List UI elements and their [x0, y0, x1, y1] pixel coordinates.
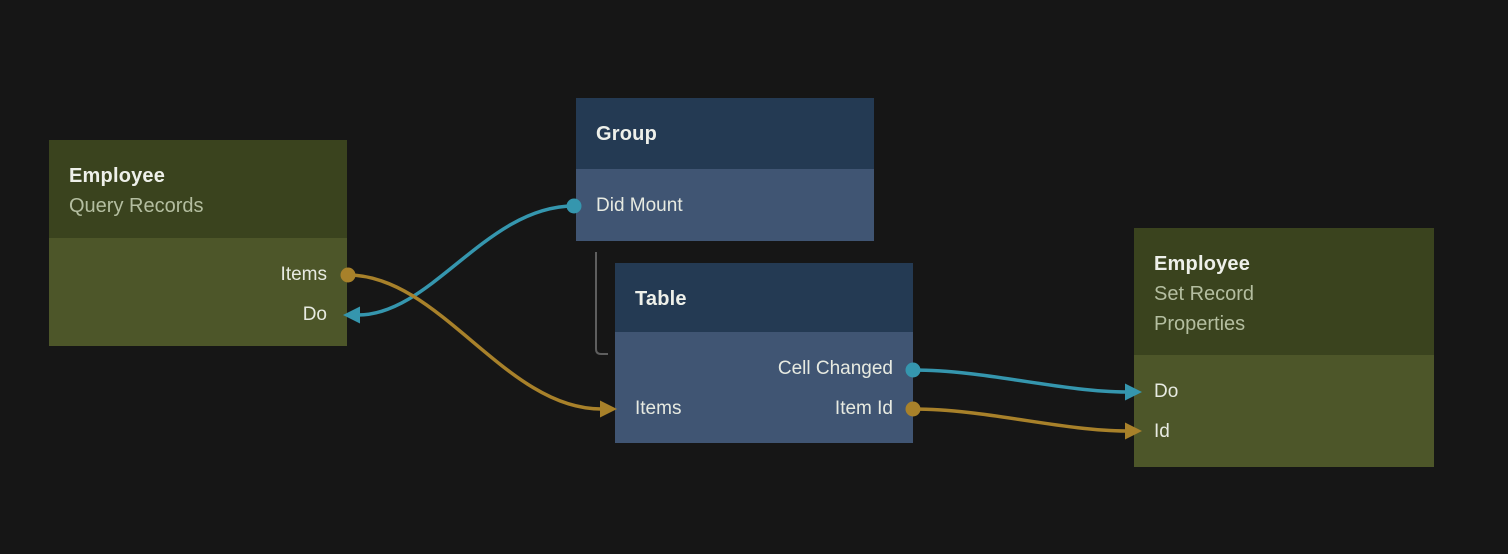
port-did-mount-output[interactable]: Did Mount [596, 195, 683, 216]
port-cell-changed-output[interactable]: Cell Changed [777, 358, 893, 379]
port-row: Cell Changed [635, 349, 893, 389]
port-items-input[interactable]: Items [635, 398, 682, 419]
port-row: Items [69, 255, 327, 295]
node-table[interactable]: Table Cell Changed Items Item Id [615, 263, 913, 443]
connection-item-id-to-id[interactable] [905, 401, 1143, 440]
node-employee-query-records[interactable]: Employee Query Records Items Do [49, 140, 347, 346]
node-subtitle: Query Records [69, 195, 204, 217]
port-do-input[interactable]: Do [302, 304, 327, 325]
node-title: Group [596, 123, 657, 145]
node-group[interactable]: Group Did Mount [576, 98, 874, 241]
group-table-child-link [595, 252, 608, 355]
connection-did-mount-to-do[interactable] [343, 198, 582, 324]
wire-item-id-to-id[interactable] [911, 407, 1128, 433]
connection-items-to-table-items[interactable] [340, 267, 618, 418]
node-header: Employee Set Record Properties [1134, 228, 1434, 355]
node-body: Do Id [1134, 355, 1434, 467]
node-body: Did Mount [576, 169, 874, 241]
wire-cell-changed-to-do[interactable] [911, 368, 1128, 394]
wire-items-to-table-items[interactable] [346, 273, 603, 411]
port-id-input[interactable]: Id [1154, 421, 1170, 442]
port-do-input[interactable]: Do [1154, 381, 1179, 402]
node-body: Cell Changed Items Item Id [615, 332, 913, 443]
node-header: Table [615, 263, 913, 332]
port-row: Do [69, 295, 327, 335]
node-employee-set-record-properties[interactable]: Employee Set Record Properties Do Id [1134, 228, 1434, 467]
port-row: Items Item Id [635, 389, 893, 429]
port-items-output[interactable]: Items [280, 264, 327, 285]
node-title: Table [635, 288, 687, 310]
child-link-line [595, 252, 608, 355]
port-row: Do [1154, 372, 1414, 412]
node-header: Employee Query Records [49, 140, 347, 238]
node-body: Items Do [49, 238, 347, 346]
node-subtitle: Set Record Properties [1154, 283, 1255, 335]
port-row: Id [1154, 412, 1414, 452]
node-title: Employee [1154, 253, 1251, 275]
port-item-id-output[interactable]: Item Id [834, 398, 893, 419]
port-row: Did Mount [596, 186, 854, 226]
connection-cell-changed-to-do[interactable] [905, 362, 1143, 401]
node-title: Employee [69, 165, 166, 187]
wire-did-mount-to-do[interactable] [356, 204, 576, 317]
node-header: Group [576, 98, 874, 169]
